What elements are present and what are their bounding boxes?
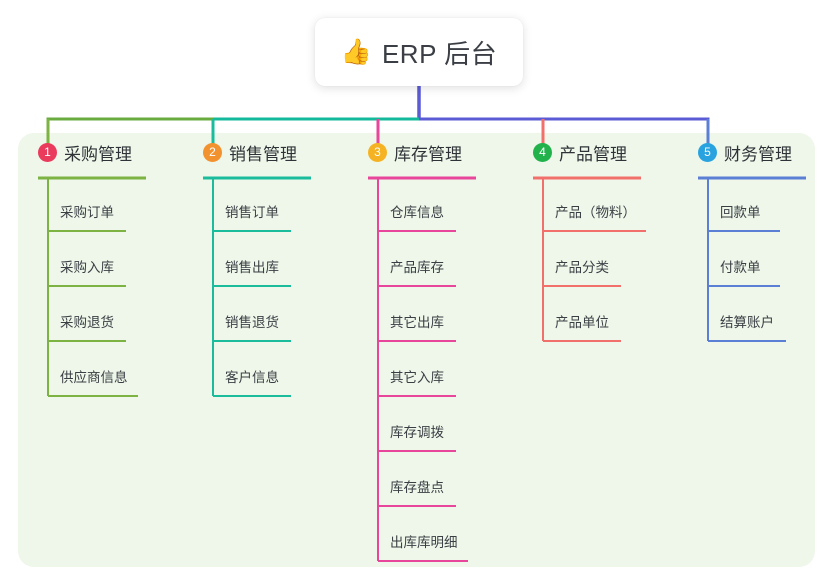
leaf-item[interactable]: 回款单 (720, 205, 761, 220)
column-header-2[interactable]: 2 销售管理 (203, 139, 297, 165)
leaf-item[interactable]: 销售出库 (225, 260, 279, 275)
column-badge-2: 2 (203, 142, 222, 162)
leaf-item[interactable]: 采购入库 (60, 260, 114, 275)
leaf-item[interactable]: 采购退货 (60, 315, 114, 330)
leaf-item[interactable]: 库存盘点 (390, 480, 444, 495)
leaf-item[interactable]: 采购订单 (60, 205, 114, 220)
column-badge-4: 4 (533, 142, 552, 162)
column-1: 1 采购管理 (38, 139, 132, 165)
column-title-4: 产品管理 (559, 144, 627, 164)
leaf-item[interactable]: 其它出库 (390, 315, 444, 330)
root-node-card[interactable]: 👍 ERP 后台 (315, 18, 523, 86)
root-node-title: ERP 后台 (381, 38, 498, 69)
column-badge-3: 3 (368, 142, 387, 162)
content-panel-background (18, 133, 815, 567)
column-2: 2 销售管理 (203, 139, 297, 165)
leaf-item[interactable]: 产品库存 (390, 260, 444, 275)
leaf-item[interactable]: 付款单 (720, 260, 761, 275)
leaf-item[interactable]: 供应商信息 (60, 370, 128, 385)
column-header-5[interactable]: 5 财务管理 (698, 139, 792, 165)
column-header-3[interactable]: 3 库存管理 (368, 139, 462, 165)
column-badge-5: 5 (698, 142, 717, 162)
column-title-5: 财务管理 (724, 144, 792, 164)
leaf-item[interactable]: 库存调拨 (390, 425, 444, 440)
leaf-item[interactable]: 产品单位 (555, 315, 609, 330)
column-title-2: 销售管理 (229, 144, 297, 164)
column-header-4[interactable]: 4 产品管理 (533, 139, 627, 165)
column-badge-1: 1 (38, 142, 57, 162)
leaf-item[interactable]: 客户信息 (225, 370, 279, 385)
leaf-item[interactable]: 其它入库 (390, 370, 444, 385)
leaf-item[interactable]: 出库库明细 (390, 535, 458, 550)
leaf-item[interactable]: 产品（物料） (555, 205, 636, 220)
leaf-item[interactable]: 结算账户 (720, 315, 774, 330)
column-header-1[interactable]: 1 采购管理 (38, 139, 132, 165)
leaf-item[interactable]: 销售订单 (225, 205, 279, 220)
column-title-1: 采购管理 (64, 144, 132, 164)
leaf-item[interactable]: 仓库信息 (390, 205, 444, 220)
column-title-3: 库存管理 (394, 144, 462, 164)
leaf-item[interactable]: 销售退货 (225, 315, 279, 330)
column-5: 5 财务管理 (698, 139, 792, 165)
thumbs-up-icon: 👍 (340, 37, 372, 66)
column-4: 4 产品管理 (533, 139, 627, 165)
column-3: 3 库存管理 (368, 139, 462, 165)
leaf-item[interactable]: 产品分类 (555, 260, 609, 275)
